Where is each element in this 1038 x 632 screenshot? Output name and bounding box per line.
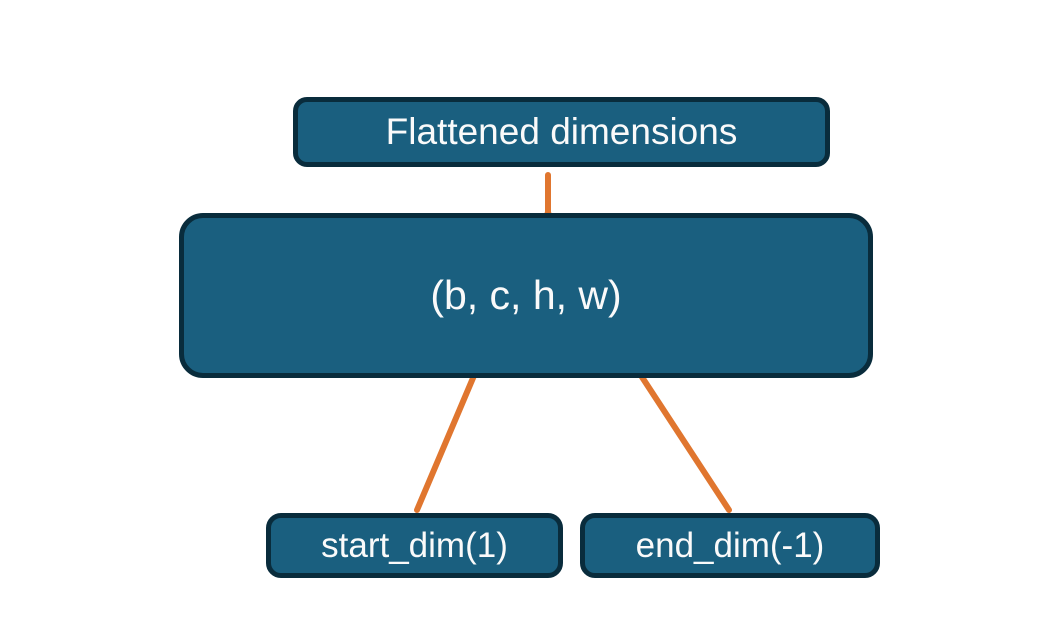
node-tensor-shape-label: (b, c, h, w) (430, 272, 622, 318)
node-flattened-dimensions: Flattened dimensions (293, 97, 830, 167)
node-start-dim-label: start_dim(1) (321, 525, 508, 565)
node-end-dim-label: end_dim(-1) (635, 525, 825, 565)
node-tensor-shape: (b, c, h, w) (179, 213, 873, 378)
node-start-dim: start_dim(1) (266, 513, 563, 578)
node-flattened-dimensions-label: Flattened dimensions (385, 111, 738, 152)
node-end-dim: end_dim(-1) (580, 513, 880, 578)
